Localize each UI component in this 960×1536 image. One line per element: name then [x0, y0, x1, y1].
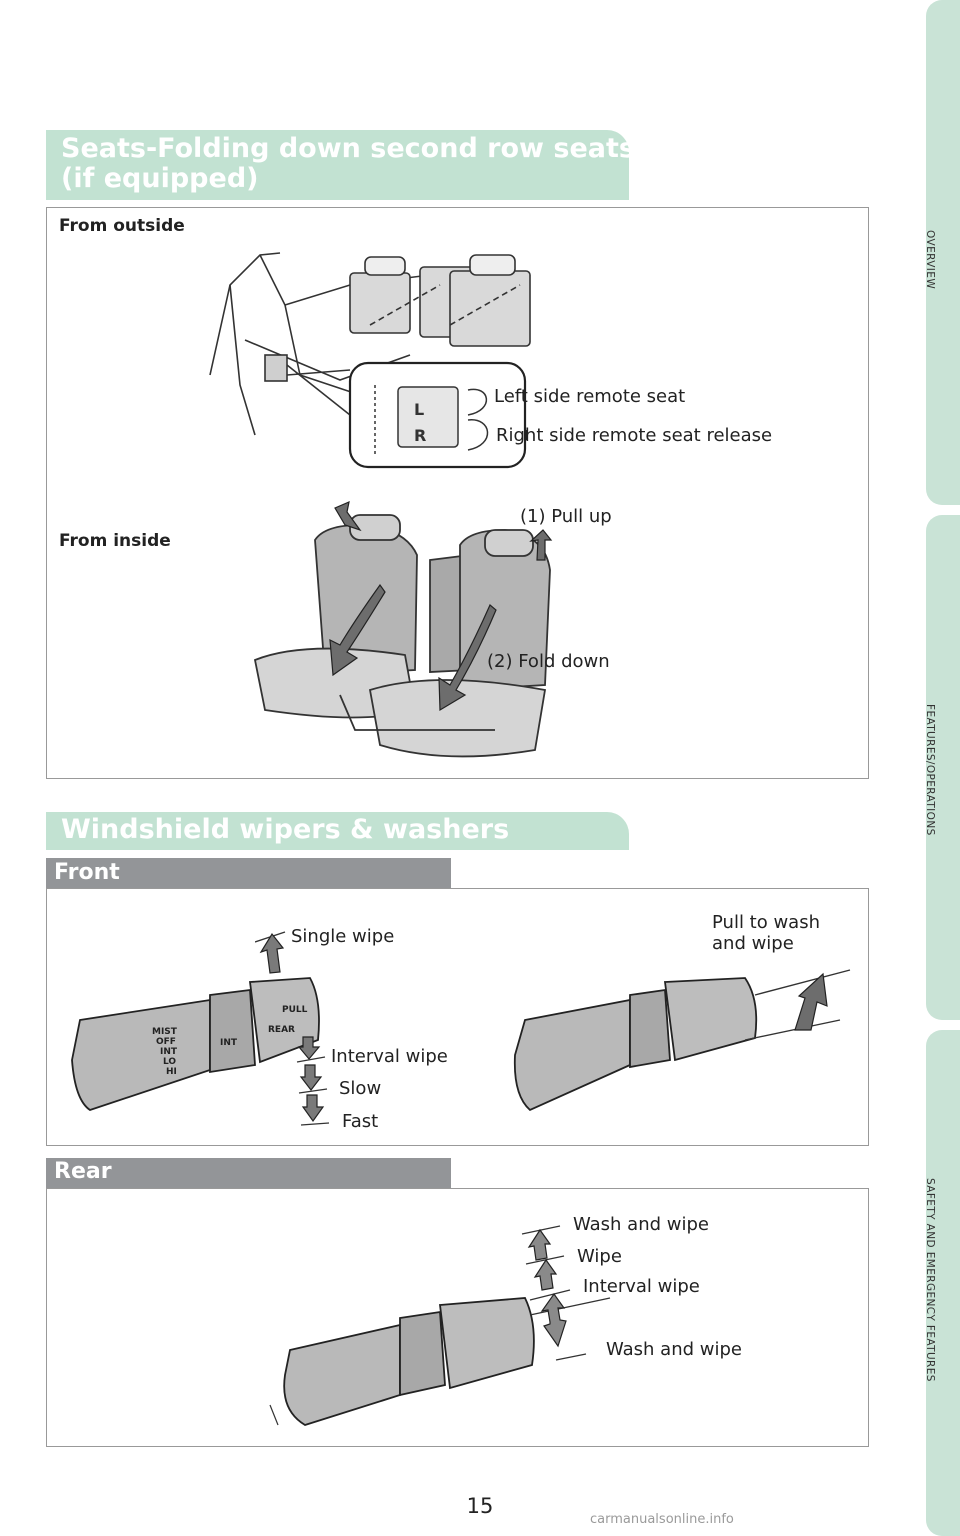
rear-subheader: [46, 1158, 451, 1188]
from-outside-label: From outside: [59, 216, 185, 236]
front-subheader-label: Front: [54, 860, 120, 885]
wipers-section-header: [46, 812, 629, 850]
front-wiper-stalk-left: MIST OFF INT LO HI INT REAR PULL: [71, 977, 320, 1111]
pull-wash-label-line1: Pull to wash: [712, 912, 820, 933]
rear-interval-wipe-label: Interval wipe: [583, 1276, 700, 1297]
rear-wash-wipe-top-label: Wash and wipe: [573, 1214, 709, 1235]
side-label-overview: OVERVIEW: [924, 230, 936, 290]
stalk-label-hi: HI: [166, 1067, 177, 1077]
second-row-seat-illustration: [253, 500, 553, 758]
right-release-label: Right side remote seat release: [496, 425, 773, 446]
fold-down-label: (2) Fold down: [487, 651, 610, 672]
slow-label: Slow: [339, 1078, 382, 1099]
from-inside-label: From inside: [59, 531, 171, 551]
seats-section-header: [46, 130, 629, 200]
page-number: 15: [466, 1494, 494, 1518]
watermark: carmanualsonline.info: [590, 1512, 734, 1527]
side-tab-safety[interactable]: [926, 1030, 960, 1536]
rear-figure-frame: [46, 1188, 869, 1447]
svg-text:L: L: [414, 400, 424, 419]
stalk-label-int: INT: [160, 1047, 178, 1057]
fast-label: Fast: [342, 1111, 379, 1132]
stalk-label-lo: LO: [163, 1057, 176, 1067]
side-label-features: FEATURES/OPERATIONS: [924, 704, 936, 836]
front-figure-frame: [46, 888, 869, 1146]
stalk-label-mist: MIST: [152, 1027, 178, 1037]
rear-wash-wipe-bottom-label: Wash and wipe: [606, 1339, 742, 1360]
rear-wiper-stalk: [269, 1297, 611, 1426]
single-wipe-arrow: [255, 931, 286, 974]
cargo-seat-release-illustration: L R: [209, 252, 531, 469]
front-subheader: [46, 858, 451, 888]
rear-wiper-arrows: [521, 1225, 587, 1361]
stalk-label-int-ring: INT: [220, 1038, 238, 1048]
wipers-title: Windshield wipers & washers: [61, 814, 510, 845]
seats-title-line1: Seats-Folding down second row seats: [61, 133, 635, 164]
single-wipe-label: Single wipe: [291, 926, 395, 947]
rear-wipe-label: Wipe: [577, 1246, 622, 1267]
pull-up-label: (1) Pull up: [520, 506, 612, 527]
side-label-safety: SAFETY AND EMERGENCY FEATURES: [924, 1178, 936, 1382]
side-tab-overview[interactable]: [926, 0, 960, 505]
stalk-label-off: OFF: [156, 1037, 176, 1047]
left-release-label: Left side remote seat: [494, 386, 686, 407]
svg-text:R: R: [414, 426, 426, 445]
side-tab-features[interactable]: [926, 515, 960, 1020]
seats-title-line2: (if equipped): [61, 163, 259, 194]
seats-figure-frame: [46, 207, 869, 779]
rear-subheader-label: Rear: [54, 1159, 112, 1184]
interval-slow-fast-arrows: [296, 1036, 330, 1126]
front-wiper-stalk-right: [513, 969, 851, 1112]
pull-wash-label-line2: and wipe: [712, 933, 794, 954]
stalk-label-pull: PULL: [282, 1005, 308, 1015]
stalk-label-rear: REAR: [268, 1025, 295, 1035]
interval-wipe-label: Interval wipe: [331, 1046, 448, 1067]
